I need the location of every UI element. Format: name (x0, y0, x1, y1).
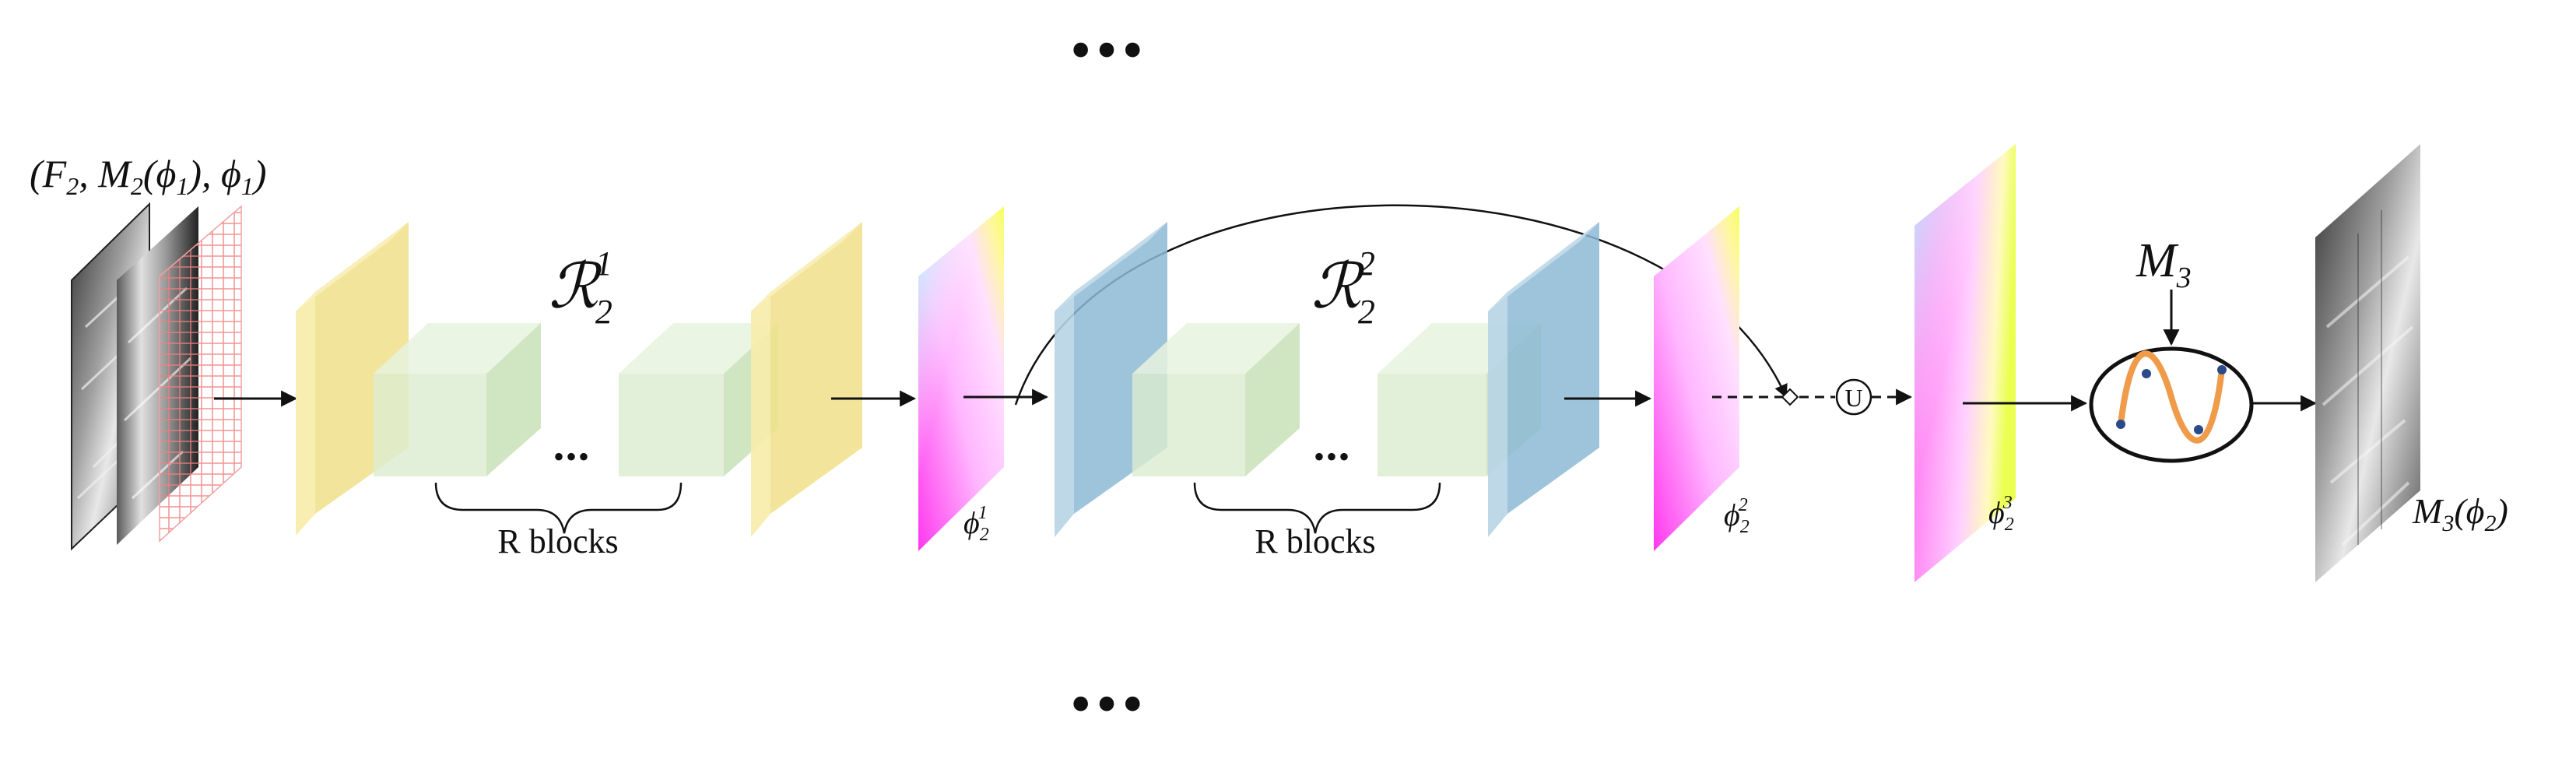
sum-node (1781, 388, 1799, 406)
mapping-curve (2118, 350, 2225, 444)
curve-point-1 (2116, 420, 2125, 429)
flow-1-label: ϕ21 (963, 503, 989, 545)
stage2-block-label: R blocks (1255, 522, 1375, 560)
mapping-title: M3 (2136, 234, 2192, 294)
flow-field-3 (1914, 144, 2016, 582)
stage1-ellipsis: ••• (553, 439, 591, 474)
upsample-operator: U (1835, 378, 1872, 416)
curve-point-3 (2194, 425, 2203, 434)
mapping-operator (2089, 346, 2254, 463)
flow-field-1 (918, 206, 1004, 551)
flow-3-label: ϕ23 (1988, 493, 2014, 535)
stage2-output-layer (1488, 222, 1599, 537)
stage1-brace (434, 482, 683, 534)
flow-2-label: ϕ22 (1724, 495, 1750, 537)
stage2-title: ℛ22 (1311, 244, 1375, 331)
stage1-block-label: R blocks (497, 522, 618, 560)
deformation-grid-field (159, 205, 242, 543)
stage2-residual-block-1 (1132, 323, 1300, 476)
curve-point-2 (2142, 369, 2151, 378)
output-image (2315, 144, 2420, 582)
stage2-ellipsis: ••• (1314, 439, 1351, 474)
input-label: (F2, M2(ϕ1), ϕ1) (30, 152, 267, 200)
output-label: M3(ϕ2) (2412, 491, 2508, 536)
top-ellipsis: ••• (1070, 16, 1148, 83)
stage1-residual-block-1 (374, 323, 541, 476)
bottom-ellipsis: ••• (1070, 669, 1148, 737)
upsample-symbol: U (1844, 384, 1862, 412)
stage2-brace (1193, 482, 1441, 534)
flow-field-2 (1654, 206, 1739, 551)
stage1-output-layer (751, 222, 862, 537)
stage1-title: ℛ21 (549, 244, 612, 331)
curve-point-4 (2217, 365, 2227, 374)
